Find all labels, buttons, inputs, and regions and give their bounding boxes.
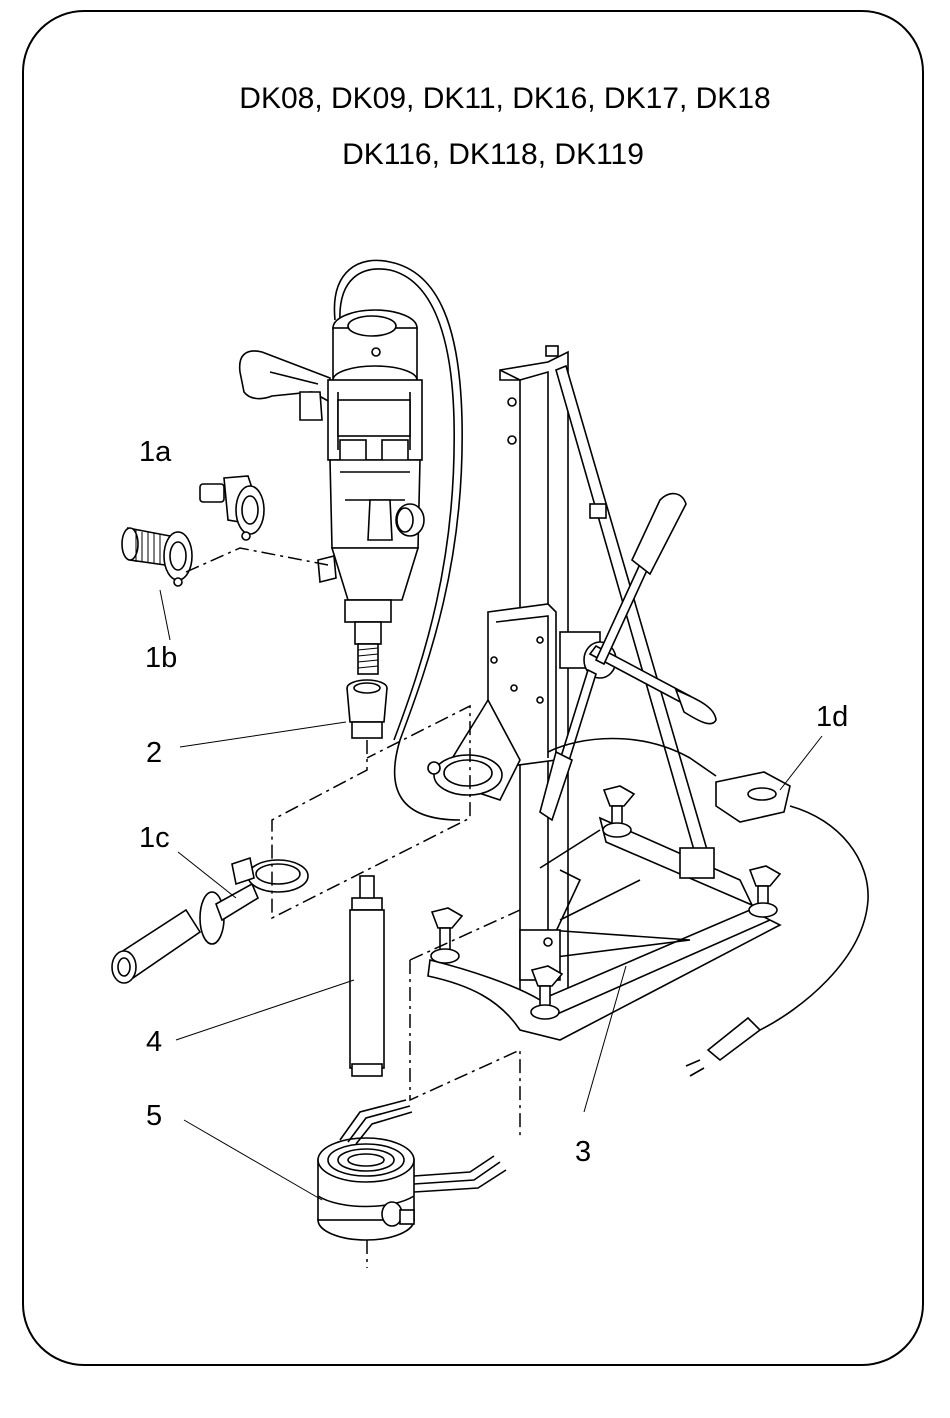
core-drill-motor [240,310,424,674]
callout-1a: 1a [139,436,172,468]
part-1b-adapter [122,528,192,586]
part-3-drill-stand [428,346,780,1040]
part-5-water-collector [318,1100,506,1240]
callout-2: 2 [146,737,162,769]
part-4-core-bit [350,876,384,1076]
callout-1d: 1d [816,701,848,733]
part-2-sleeve [347,680,387,738]
assembly-line-1a-1b [186,548,328,572]
callout-3: 3 [575,1136,591,1168]
callout-1c: 1c [139,822,170,854]
callout-4: 4 [146,1026,162,1058]
part-1d-switch-and-plug [548,739,868,1077]
callout-5: 5 [146,1100,162,1132]
callout-1b: 1b [145,642,177,674]
part-1a-adapter [200,476,264,540]
